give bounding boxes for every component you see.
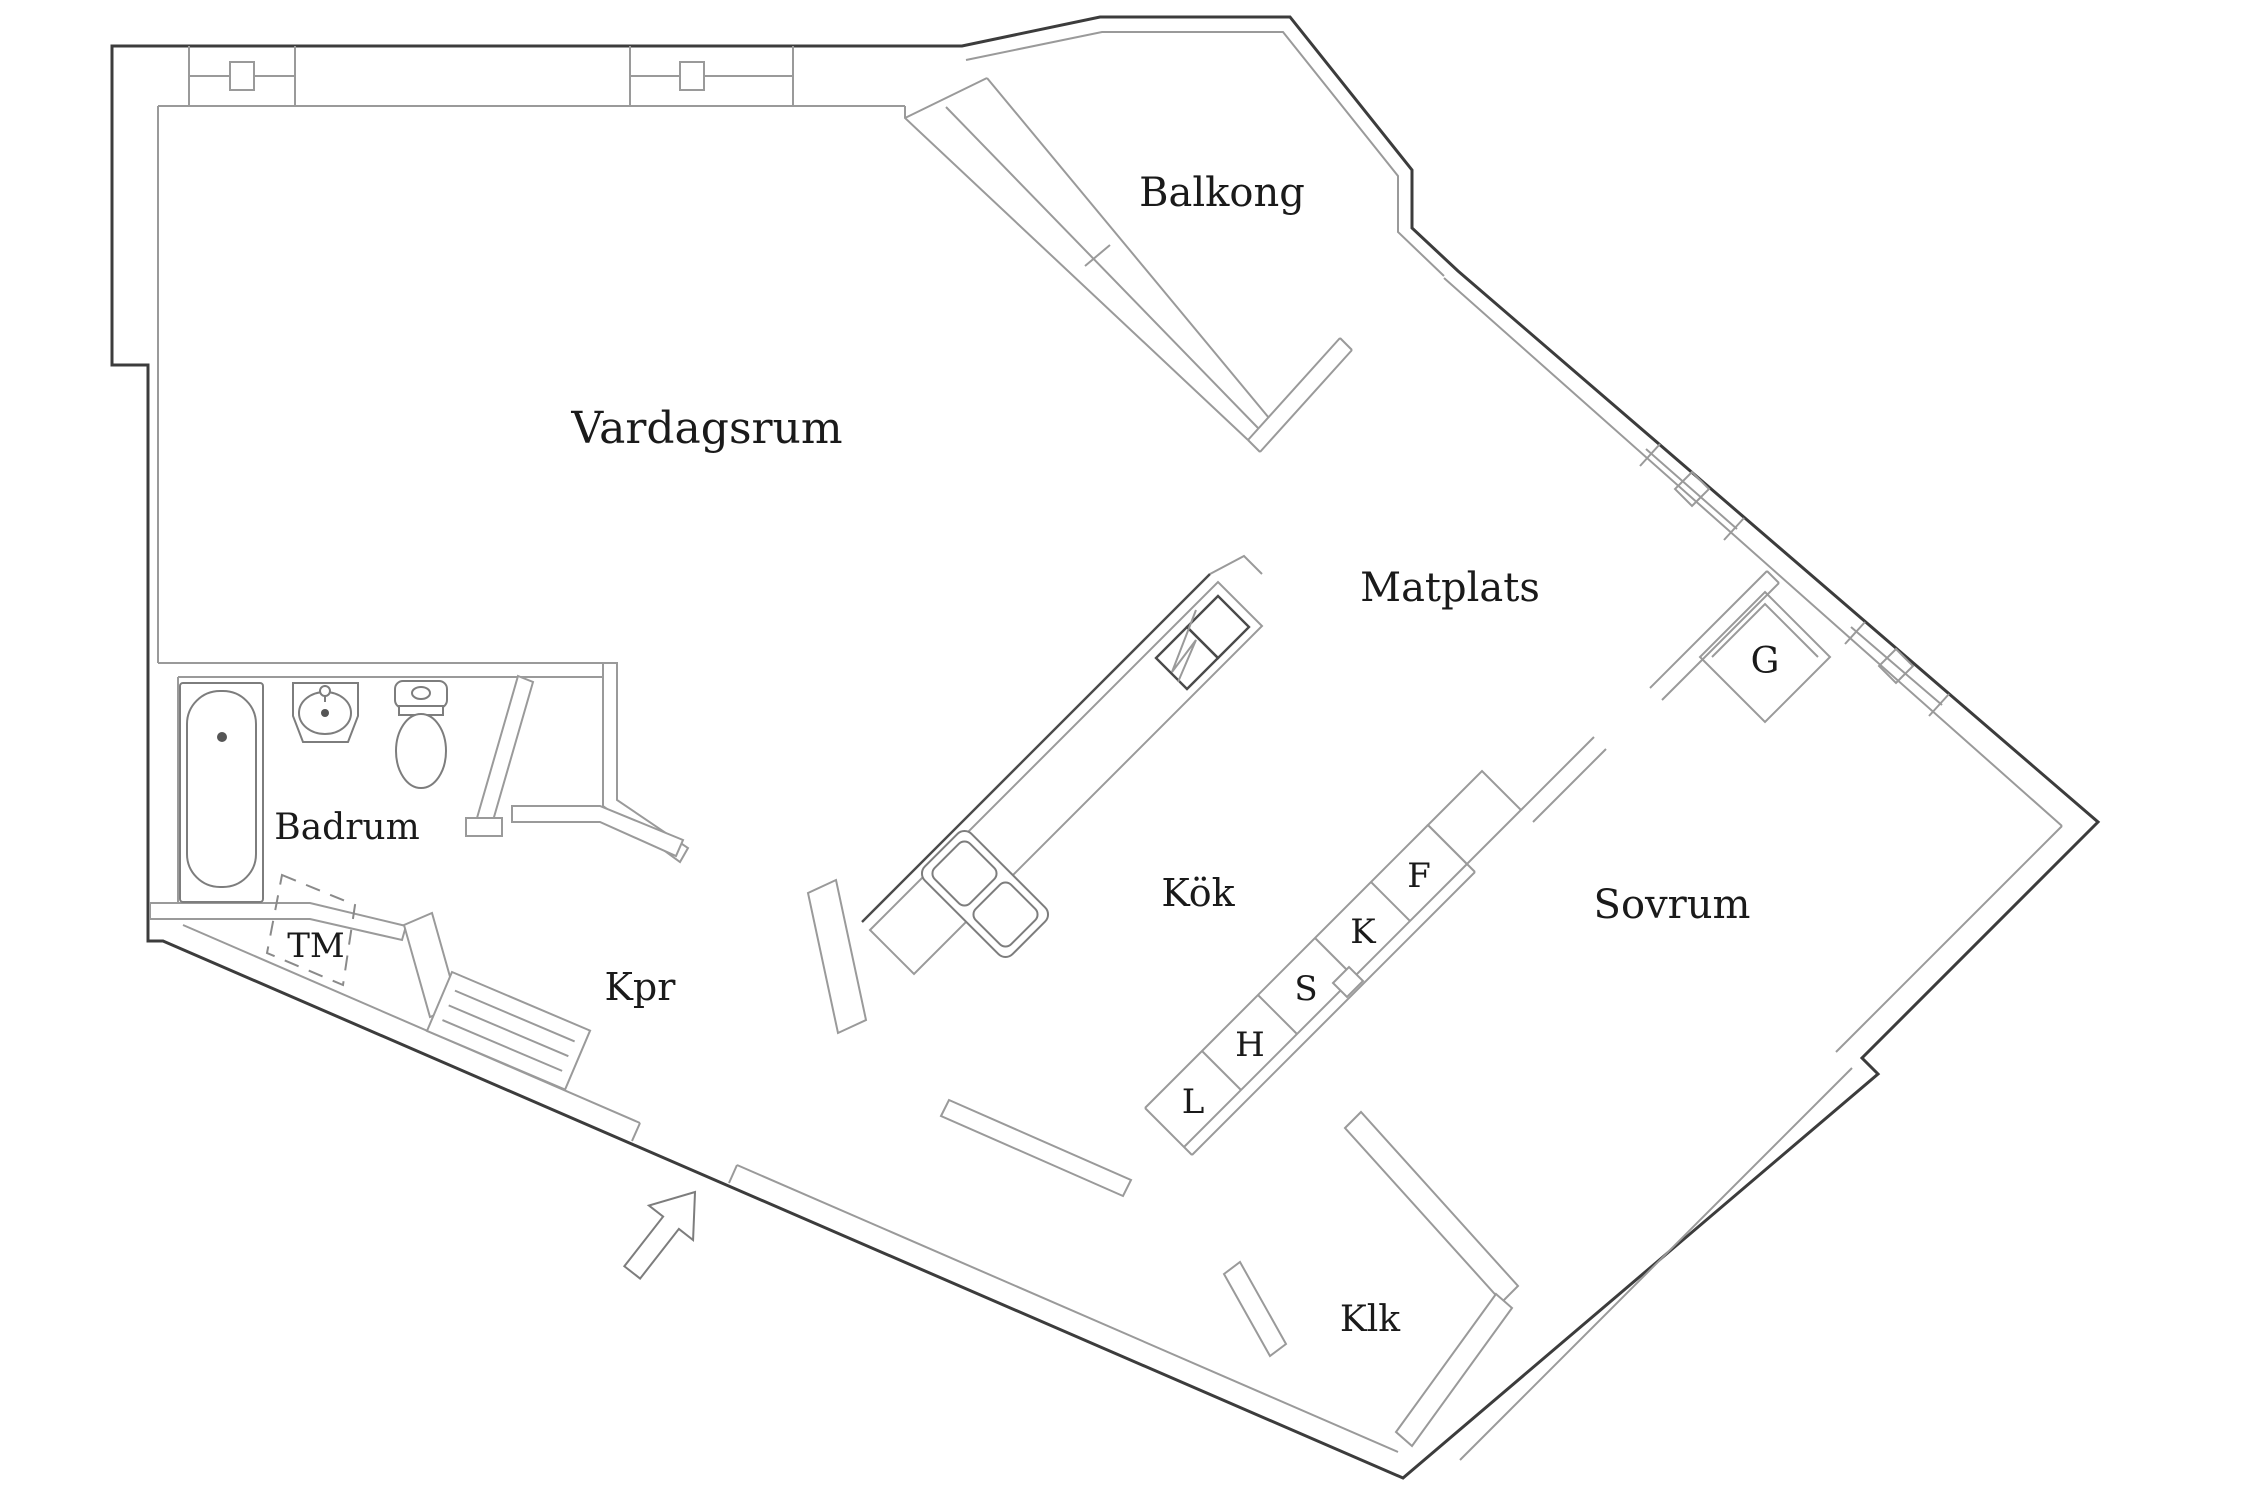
closet-label-s: S (1294, 969, 1317, 1009)
wash-basin (292, 682, 359, 743)
bathroom-bottom-wall (149, 902, 408, 942)
klk-walls (1222, 1110, 1520, 1448)
kitchen-counter (861, 554, 1264, 976)
room-label-tm: TM (287, 926, 345, 966)
room-label-klk: Klk (1340, 1299, 1401, 1340)
balcony-walls (904, 31, 1445, 453)
balcony-window-wall (904, 77, 1270, 441)
hall-wall (182, 924, 1399, 1453)
washing-machine-slot (265, 873, 357, 987)
closet-label-f: F (1407, 856, 1431, 896)
closet-label-l: L (1182, 1082, 1205, 1122)
entrance-arrow-icon (622, 1190, 697, 1280)
closet-label-h: H (1235, 1025, 1265, 1065)
hall-koek-wall (939, 1098, 1133, 1198)
kitchen-stub-wall (806, 878, 868, 1035)
northeast-wall (1443, 277, 2063, 827)
bathtub (179, 682, 264, 903)
room-label-kpr: Kpr (605, 965, 677, 1009)
top-wall (157, 46, 905, 903)
closet-back-notch (1331, 965, 1365, 999)
kitchen-sink (920, 829, 1050, 959)
radiator (425, 970, 592, 1091)
bathroom-right-wall (475, 674, 535, 826)
stove-glyph (1171, 609, 1197, 683)
room-label-matplats: Matplats (1360, 565, 1540, 611)
shaft-wall-strip (602, 662, 690, 864)
room-label-sovrum: Sovrum (1594, 882, 1751, 928)
outer-boundary-wall (110, 15, 2101, 1480)
bathroom-walls (149, 662, 690, 942)
room-label-vardagsrum: Vardagsrum (570, 403, 842, 454)
kpr-top-wall (511, 805, 685, 858)
room-label-balkong: Balkong (1139, 170, 1305, 216)
southeast-wall (1459, 825, 2063, 1461)
room-label-badrum: Badrum (274, 807, 420, 848)
room-label-kok: Kök (1161, 871, 1235, 915)
closet-row (1144, 769, 1523, 1156)
closet-g (1698, 590, 1832, 724)
matplats-sovrum-divider (1520, 570, 1780, 823)
closet-label-k: K (1350, 912, 1376, 952)
window-ne-2 (1844, 621, 1950, 717)
bathroom-door-foot (465, 817, 503, 837)
window-top-1 (189, 61, 295, 91)
toilet (394, 680, 448, 789)
room-label-g: G (1751, 641, 1780, 682)
window-ne-1 (1639, 443, 1745, 541)
window-top-2 (630, 61, 793, 91)
closet-end-wall (1426, 769, 1523, 866)
